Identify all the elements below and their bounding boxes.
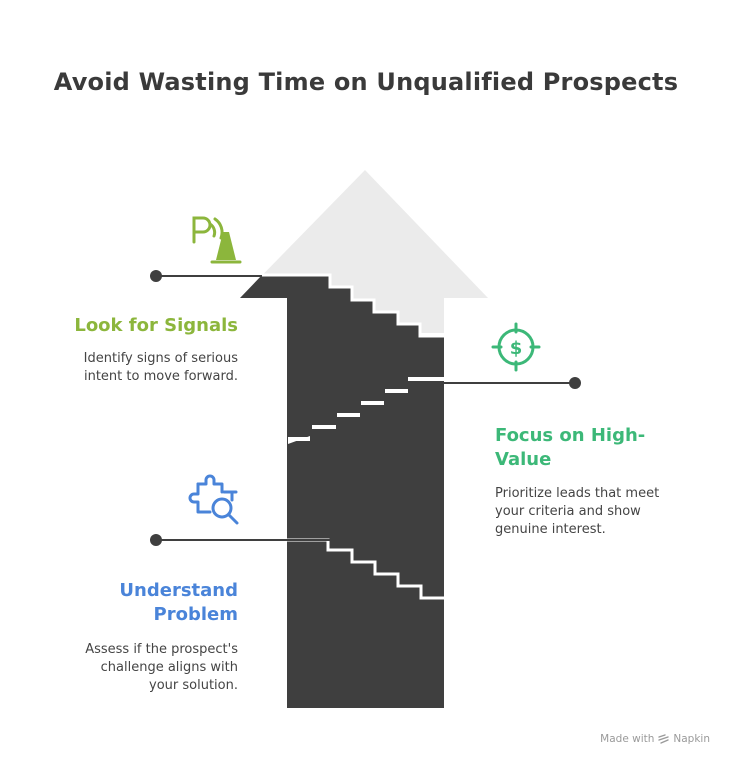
footer-brand: Napkin bbox=[673, 733, 710, 745]
stair-edge-lower bbox=[287, 538, 444, 600]
understand-heading: Understand Problem bbox=[119, 580, 238, 625]
footer-prefix: Made with bbox=[600, 733, 655, 745]
stair-edge-top bbox=[262, 273, 444, 338]
high-value-heading: Focus on High- Value bbox=[495, 425, 646, 470]
connector-signals bbox=[150, 270, 262, 282]
puzzle-search-icon bbox=[188, 474, 239, 525]
signal-cone-icon bbox=[192, 216, 242, 264]
connector-high-value bbox=[420, 377, 581, 389]
dollar-target-icon: $ bbox=[491, 322, 541, 372]
understand-description: Assess if the prospect's challenge align… bbox=[85, 642, 238, 693]
svg-text:$: $ bbox=[510, 338, 523, 359]
high-value-description: Prioritize leads that meet your criteria… bbox=[495, 486, 660, 537]
connector-understand bbox=[150, 534, 330, 546]
signals-heading: Look for Signals bbox=[74, 315, 238, 336]
staircase-body bbox=[240, 275, 444, 708]
stair-steps-middle bbox=[288, 377, 444, 444]
made-with-napkin-badge[interactable]: Made with Napkin bbox=[600, 733, 710, 745]
page-title: Avoid Wasting Time on Unqualified Prospe… bbox=[53, 68, 679, 96]
signals-description: Identify signs of serious intent to move… bbox=[83, 351, 238, 384]
napkin-logo-icon bbox=[658, 733, 670, 744]
